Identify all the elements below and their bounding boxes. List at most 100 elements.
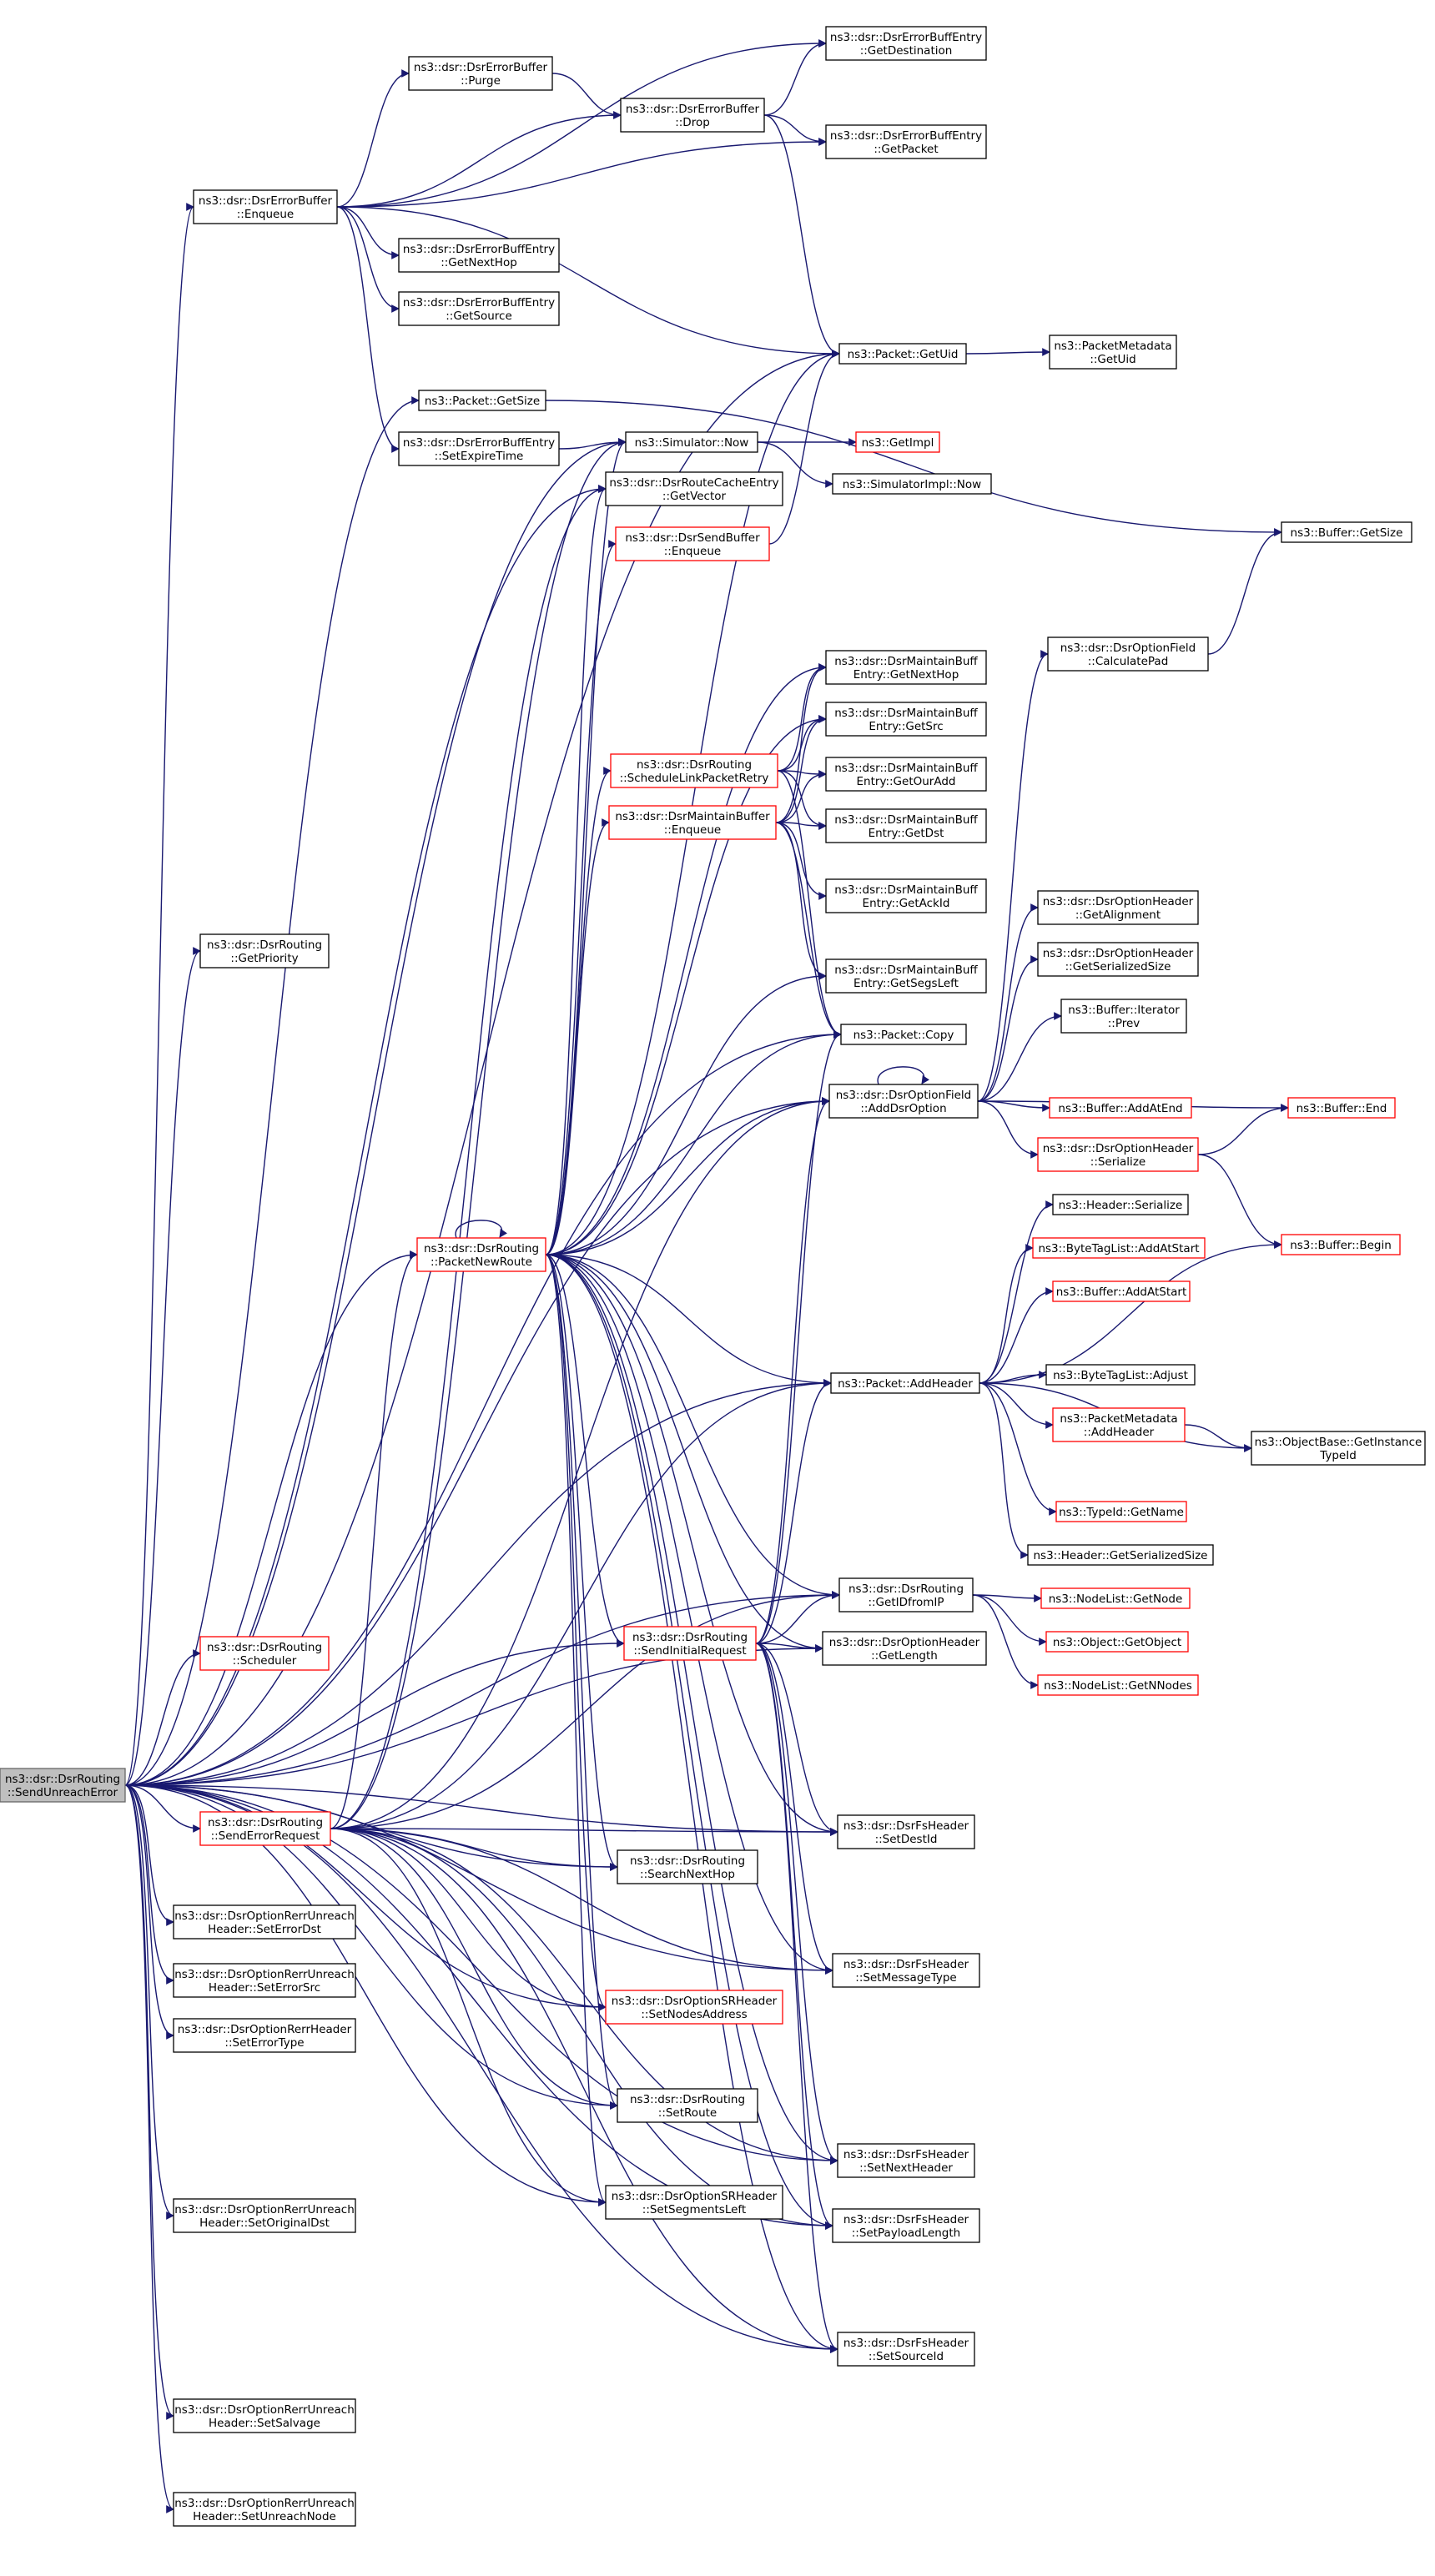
node-box-fs_setsourceid [837,2332,975,2367]
node-label-pktnewroute-1: ::PacketNewRoute [430,1255,532,1269]
node-eb_enqueue[interactable]: ns3::dsr::DsrErrorBuffer::Enqueue [193,189,338,224]
node-getimpl[interactable]: ns3::GetImpl [855,431,940,453]
node-getpriority[interactable]: ns3::dsr::DsrRouting::GetPriority [199,933,330,969]
node-oh_getlength[interactable]: ns3::dsr::DsrOptionHeader::GetLength [822,1631,987,1666]
node-scheduler[interactable]: ns3::dsr::DsrRouting::Scheduler [199,1636,330,1671]
node-buf_addatend[interactable]: ns3::Buffer::AddAtEnd [1049,1097,1192,1119]
node-rerrh_settype[interactable]: ns3::dsr::DsrOptionRerrHeader::SetErrorT… [173,2018,356,2053]
node-fs_setsourceid[interactable]: ns3::dsr::DsrFsHeader::SetSourceId [837,2332,975,2367]
node-getidfromip[interactable]: ns3::dsr::DsrRouting::GetIDfromIP [838,1577,974,1613]
edge-pktnewroute-to-getidfromip [545,1254,840,1599]
node-buf_begin[interactable]: ns3::Buffer::Begin [1281,1234,1401,1255]
node-bi_prev[interactable]: ns3::Buffer::Iterator::Prev [1060,999,1187,1034]
node-label-root-0: ns3::dsr::DsrRouting [5,1773,120,1786]
node-ebe_dest[interactable]: ns3::dsr::DsrErrorBuffEntry::GetDestinat… [825,26,987,61]
node-oh_getalign[interactable]: ns3::dsr::DsrOptionHeader::GetAlignment [1037,890,1199,925]
node-hdr_getsersize[interactable]: ns3::Header::GetSerializedSize [1027,1544,1214,1566]
node-rce_getvector[interactable]: ns3::dsr::DsrRouteCacheEntry::GetVector [605,471,783,506]
node-of_calcpad[interactable]: ns3::dsr::DsrOptionField::CalculatePad [1047,636,1209,672]
node-btl_addatstart[interactable]: ns3::ByteTagList::AddAtStart [1032,1237,1206,1259]
node-rerr_seterrsrc[interactable]: ns3::dsr::DsrOptionRerrUnreachHeader::Se… [173,1963,356,1998]
node-fs_setpayload[interactable]: ns3::dsr::DsrFsHeader::SetPayloadLength [832,2208,980,2243]
node-label-fs_setpayload-0: ns3::dsr::DsrFsHeader [843,2213,969,2226]
node-simimpl_now[interactable]: ns3::SimulatorImpl::Now [832,473,992,495]
node-packet_getuid[interactable]: ns3::Packet::GetUid [838,343,967,365]
edge-mb_enqueue-to-mbe_src [775,715,827,823]
edge-senderrreq-to-fs_setdestid [330,1828,838,1836]
node-buf_end[interactable]: ns3::Buffer::End [1287,1097,1396,1119]
edge-root-to-of_adddsr [124,1097,830,1786]
node-buf_addatstart[interactable]: ns3::Buffer::AddAtStart [1052,1280,1191,1302]
node-mbe_ouradd[interactable]: ns3::dsr::DsrMaintainBuffEntry::GetOurAd… [825,757,987,792]
node-nl_getnode[interactable]: ns3::NodeList::GetNode [1040,1587,1191,1609]
node-packet_addheader[interactable]: ns3::Packet::AddHeader [830,1372,980,1394]
node-mbe_nexthop[interactable]: ns3::dsr::DsrMaintainBuffEntry::GetNextH… [825,650,987,685]
edge-pktnewroute-to-fs_setmsgtype [545,1254,833,1975]
node-oh_getsersize[interactable]: ns3::dsr::DsrOptionHeader::GetSerialized… [1037,942,1199,977]
node-ebe_packet[interactable]: ns3::dsr::DsrErrorBuffEntry::GetPacket [825,124,987,159]
node-packet_getsize[interactable]: ns3::Packet::GetSize [418,390,546,411]
node-fs_setdestid[interactable]: ns3::dsr::DsrFsHeader::SetDestId [837,1814,975,1849]
node-buffer_getsize[interactable]: ns3::Buffer::GetSize [1281,521,1412,543]
node-typeid_getname[interactable]: ns3::TypeId::GetName [1055,1501,1187,1522]
node-rerr_seterrdst[interactable]: ns3::dsr::DsrOptionRerrUnreachHeader::Se… [173,1904,356,1940]
node-label-scheduler-1: ::Scheduler [233,1654,297,1668]
node-ebe_nexthop[interactable]: ns3::dsr::DsrErrorBuffEntry::GetNextHop [398,238,560,273]
node-pm_getuid[interactable]: ns3::PacketMetadata::GetUid [1049,335,1177,370]
node-label-rerr_seterrdst-1: Header::SetErrorDst [208,1923,321,1936]
edge-senderrreq-to-getidfromip [330,1591,840,1829]
node-senderrreq[interactable]: ns3::dsr::DsrRouting::SendErrorRequest [199,1811,331,1846]
edge-root-to-rerr_seterrsrc [124,1784,174,1985]
edge-packet_addheader-to-pm_addheader [979,1382,1054,1429]
node-setroute[interactable]: ns3::dsr::DsrRouting::SetRoute [617,2088,758,2123]
node-mbe_segsleft[interactable]: ns3::dsr::DsrMaintainBuffEntry::GetSegsL… [825,958,987,994]
node-obj_getobject[interactable]: ns3::Object::GetObject [1045,1631,1189,1653]
node-sb_enqueue[interactable]: ns3::dsr::DsrSendBuffer::Enqueue [615,526,770,561]
edge-pktnewroute-to-packet_getuid [545,350,840,1255]
node-label-ob_getinstance-0: ns3::ObjectBase::GetInstance [1255,1436,1422,1449]
node-eb_purge[interactable]: ns3::dsr::DsrErrorBuffer::Purge [408,56,553,91]
node-oh_serialize[interactable]: ns3::dsr::DsrOptionHeader::Serialize [1037,1137,1199,1172]
node-fs_setmsgtype[interactable]: ns3::dsr::DsrFsHeader::SetMessageType [832,1953,980,1988]
edge-root-to-packet_copy [124,1030,842,1786]
node-pm_addheader[interactable]: ns3::PacketMetadata::AddHeader [1052,1407,1186,1442]
node-label-senderrreq-1: ::SendErrorRequest [211,1829,320,1843]
node-ebe_setexpire[interactable]: ns3::dsr::DsrErrorBuffEntry::SetExpireTi… [398,431,560,466]
node-mb_enqueue[interactable]: ns3::dsr::DsrMaintainBuffer::Enqueue [608,805,777,840]
node-searchnexthop[interactable]: ns3::dsr::DsrRouting::SearchNextHop [617,1849,758,1884]
node-btl_adjust[interactable]: ns3::ByteTagList::Adjust [1045,1364,1196,1386]
node-sendinitreq[interactable]: ns3::dsr::DsrRouting::SendInitialRequest [623,1626,757,1661]
node-sr_setnodes[interactable]: ns3::dsr::DsrOptionSRHeader::SetNodesAdd… [605,1990,783,2025]
node-label-nl_getnode-0: ns3::NodeList::GetNode [1049,1592,1183,1606]
node-packet_copy[interactable]: ns3::Packet::Copy [840,1024,967,1045]
node-sr_setsegleft[interactable]: ns3::dsr::DsrOptionSRHeader::SetSegments… [605,2185,783,2220]
node-eb_drop[interactable]: ns3::dsr::DsrErrorBuffer::Drop [620,98,765,133]
edge-eb_enqueue-to-ebe_setexpire [336,206,400,453]
node-fs_setnexthdr[interactable]: ns3::dsr::DsrFsHeader::SetNextHeader [837,2143,975,2178]
edge-pktnewroute-to-searchnexthop [545,1254,618,1871]
node-of_adddsr[interactable]: ns3::dsr::DsrOptionField::AddDsrOption [828,1084,979,1119]
node-sim_now[interactable]: ns3::Simulator::Now [625,431,758,453]
node-box-packet_addheader [830,1372,980,1394]
node-schedule_retry[interactable]: ns3::dsr::DsrRouting::ScheduleLinkPacket… [610,753,778,788]
node-label-mbe_segsleft-1: Entry::GetSegsLeft [853,977,959,990]
edge-schedule_retry-to-mbe_dst [777,770,827,830]
node-rerr_setsalvage[interactable]: ns3::dsr::DsrOptionRerrUnreachHeader::Se… [173,2398,356,2433]
node-label-fs_setdestid-0: ns3::dsr::DsrFsHeader [843,1819,969,1833]
node-label-mbe_segsleft-0: ns3::dsr::DsrMaintainBuff [834,963,978,977]
node-box-oh_serialize [1037,1137,1199,1172]
node-label-ob_getinstance-1: TypeId [1319,1449,1357,1462]
node-label-typeid_getname-0: ns3::TypeId::GetName [1059,1506,1184,1519]
node-box-ebe_source [398,291,560,326]
node-hdr_serialize[interactable]: ns3::Header::Serialize [1052,1194,1189,1215]
node-rerr_setunreach[interactable]: ns3::dsr::DsrOptionRerrUnreachHeader::Se… [173,2492,356,2527]
node-rerr_setorigdst[interactable]: ns3::dsr::DsrOptionRerrUnreachHeader::Se… [173,2198,356,2233]
node-pktnewroute[interactable]: ns3::dsr::DsrRouting::PacketNewRoute [416,1237,546,1272]
node-box-ebe_nexthop [398,238,560,273]
node-nl_getnnodes[interactable]: ns3::NodeList::GetNNodes [1037,1674,1199,1696]
node-ebe_source[interactable]: ns3::dsr::DsrErrorBuffEntry::GetSource [398,291,560,326]
